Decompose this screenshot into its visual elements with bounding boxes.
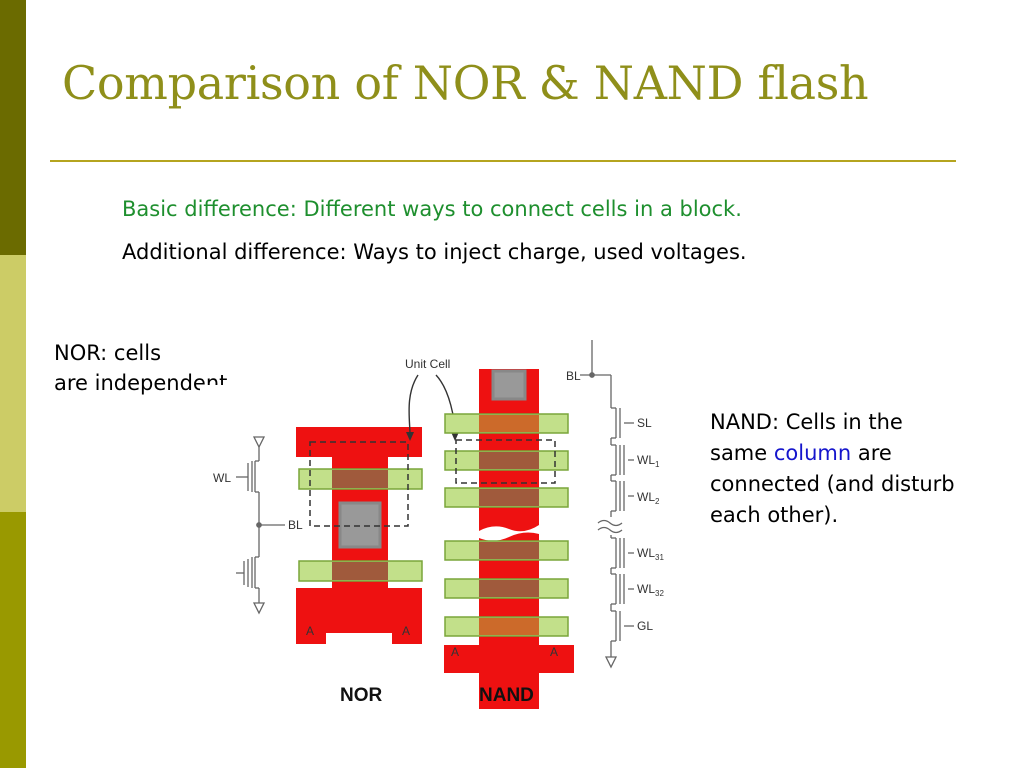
slide-title: Comparison of NOR & NAND flash	[62, 56, 869, 110]
nor-caption-line1: NOR: cells	[54, 341, 162, 365]
title-rule	[50, 160, 956, 162]
nand-diagram-label: NAND	[479, 685, 534, 706]
nand-caption: NAND: Cells in the same column are conne…	[710, 407, 955, 531]
unit-cell-label: Unit Cell	[405, 357, 450, 371]
nand-a-left: A	[451, 645, 459, 659]
nand-sl-label: SL	[637, 416, 652, 430]
diagram-background	[200, 385, 680, 715]
nand-caption-line4: each other).	[710, 503, 839, 527]
nand-caption-pre: same	[710, 441, 774, 465]
nand-wl2-label: WL2	[637, 490, 660, 506]
nand-a-right: A	[550, 645, 558, 659]
nor-wl-label: WL	[213, 471, 231, 485]
nand-caption-column: column	[773, 441, 852, 465]
nand-caption-line3: connected (and disturb	[710, 472, 955, 496]
basic-difference-text: Basic difference: Different ways to conn…	[122, 197, 742, 221]
nand-caption-line2: same column are	[710, 438, 955, 469]
nor-caption: NOR: cells are independent	[54, 338, 227, 398]
nor-bl-label: BL	[288, 518, 303, 532]
nor-a-right: A	[402, 624, 410, 638]
additional-difference-text: Additional difference: Ways to inject ch…	[122, 240, 747, 264]
nand-gl-label: GL	[637, 619, 653, 633]
nand-wl32-label: WL32	[637, 582, 664, 598]
left-bar-dark	[0, 0, 26, 255]
nand-wl31-label: WL31	[637, 546, 664, 562]
nand-caption-line1: NAND: Cells in the	[710, 410, 903, 434]
nor-diagram-label: NOR	[340, 685, 383, 706]
nand-wl1-label: WL1	[637, 453, 660, 469]
nand-schematic	[580, 340, 634, 669]
nor-nand-diagram: WL BL A A Unit Cell	[200, 340, 680, 715]
nor-caption-line2: are independent	[54, 371, 228, 395]
nand-layout: A A	[444, 369, 574, 709]
nor-layout: A A	[296, 427, 423, 644]
left-bar-mid	[0, 512, 26, 768]
nor-schematic	[236, 436, 285, 615]
nand-wordlines	[444, 413, 569, 637]
nand-bl-label: BL	[566, 369, 581, 383]
nand-caption-post: are	[851, 441, 892, 465]
nor-a-left: A	[306, 624, 314, 638]
left-bar-light	[0, 255, 26, 512]
